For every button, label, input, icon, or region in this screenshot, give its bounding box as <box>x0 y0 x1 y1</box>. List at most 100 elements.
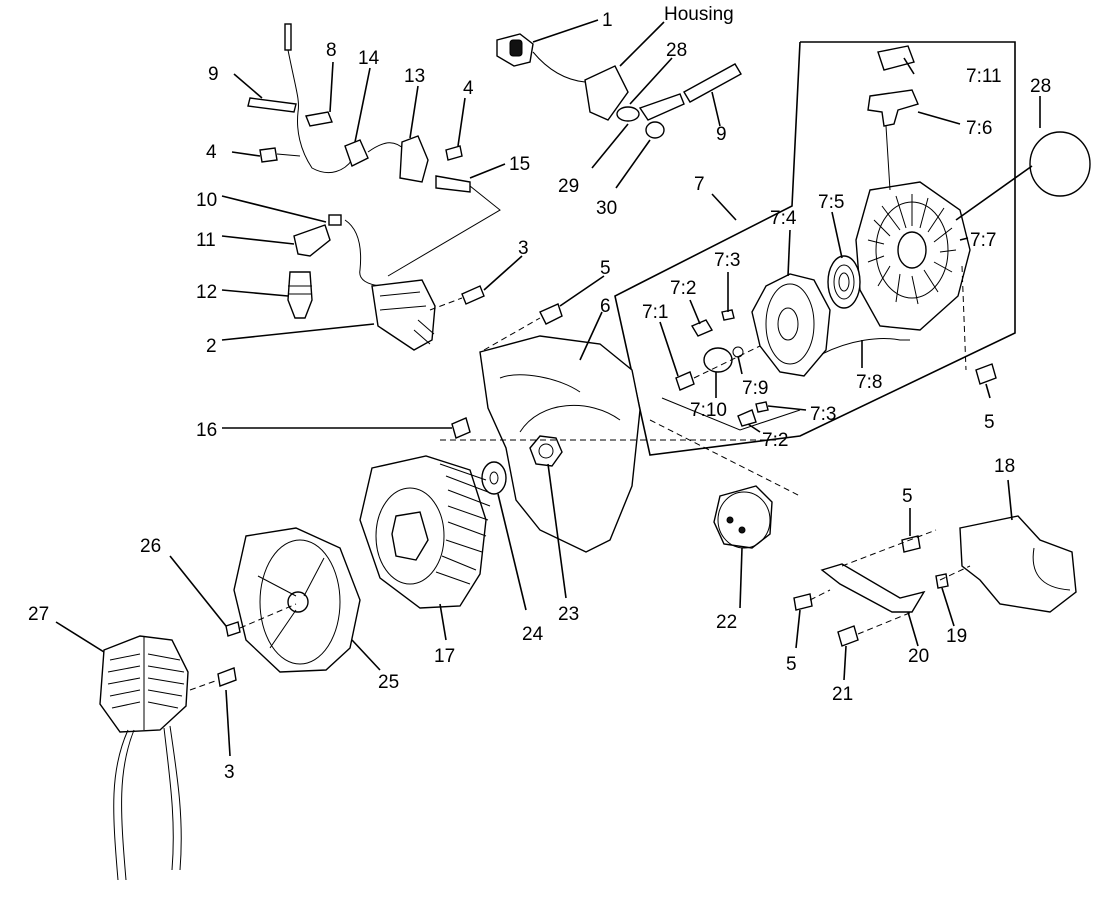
bracket-part-20 <box>820 563 926 613</box>
spark-plug <box>287 271 313 319</box>
pawl-part-7-2a <box>690 319 714 337</box>
label-1: 1 <box>602 10 613 31</box>
screw-part-4b <box>445 145 463 161</box>
label-9b: 9 <box>208 64 219 85</box>
screw-part-7-1 <box>675 371 695 391</box>
washer-part <box>616 106 640 122</box>
label-7: 7 <box>694 174 705 195</box>
label-2: 2 <box>206 336 217 357</box>
label-7-8: 7:8 <box>856 372 882 393</box>
label-18: 18 <box>994 456 1015 477</box>
rope-pulley-part <box>751 273 831 377</box>
screw-part-5a <box>539 303 563 325</box>
label-10: 10 <box>196 190 217 211</box>
alternator-coil <box>99 635 189 881</box>
label-12: 12 <box>196 282 217 303</box>
screw-part-5d <box>793 593 813 611</box>
label-7-3a: 7:3 <box>714 250 740 271</box>
label-21: 21 <box>832 684 853 705</box>
screw-part-5c <box>901 535 921 553</box>
label-7-4: 7:4 <box>770 208 797 229</box>
label-19: 19 <box>946 626 967 647</box>
label-6: 6 <box>600 296 611 317</box>
label-4a: 4 <box>463 78 474 99</box>
connector-part-14 <box>344 139 369 167</box>
label-5c: 5 <box>902 486 913 507</box>
label-23: 23 <box>558 604 579 625</box>
label-22: 22 <box>716 612 737 633</box>
pawl-part-7-2b <box>737 409 757 427</box>
cover-part-28 <box>1029 131 1091 197</box>
label-28b: 28 <box>1030 76 1051 97</box>
shield-group <box>793 515 1077 647</box>
spark-plug-cap <box>293 224 331 257</box>
fan-housing <box>479 335 641 553</box>
label-15: 15 <box>509 154 530 175</box>
label-5d: 5 <box>786 654 797 675</box>
nut-part <box>645 121 665 139</box>
label-7-5: 7:5 <box>818 192 844 213</box>
flywheel-part <box>359 455 491 609</box>
shield-part-18 <box>959 515 1077 613</box>
starter-components <box>661 45 997 431</box>
label-17: 17 <box>434 646 455 667</box>
terminal-part-13 <box>399 135 429 183</box>
drive-cup-part <box>713 485 773 549</box>
label-4b: 4 <box>206 142 217 163</box>
label-9a: 9 <box>716 124 727 145</box>
sleeve-part-9a <box>683 63 742 103</box>
label-14: 14 <box>358 48 380 69</box>
friction-plate-part <box>703 347 733 373</box>
label-5b: 5 <box>984 412 995 433</box>
label-20: 20 <box>908 646 929 667</box>
hex-nut-23 <box>529 435 563 467</box>
label-13: 13 <box>404 66 425 87</box>
label-25: 25 <box>378 672 399 693</box>
starter-assembly-outline <box>614 41 1016 456</box>
label-7-2a: 7:2 <box>670 278 696 299</box>
spark-plug-group <box>287 214 436 351</box>
label-3b: 3 <box>224 762 235 783</box>
label-8: 8 <box>326 40 337 61</box>
label-24: 24 <box>522 624 544 645</box>
label-16: 16 <box>196 420 217 441</box>
label-7-3b: 7:3 <box>810 404 836 425</box>
screw-part-3b <box>217 667 237 687</box>
spacer-part-19 <box>935 573 949 589</box>
key-part-26 <box>225 621 241 637</box>
label-7-11: 7:11 <box>966 66 1002 87</box>
mounting-bracket <box>584 65 629 121</box>
screw-part-5b <box>975 363 997 385</box>
washer-part-24 <box>481 461 507 495</box>
starter-handle-part <box>867 89 919 127</box>
label-7-10: 7:10 <box>690 400 727 421</box>
callout-labels: 1 Housing 28 9 29 30 9 8 14 13 4 4 15 10… <box>28 4 1051 783</box>
handle-insert-part <box>877 45 915 71</box>
label-30: 30 <box>596 198 617 219</box>
ignition-wiring-group <box>247 23 501 277</box>
label-7-7: 7:7 <box>970 230 996 251</box>
label-29: 29 <box>558 176 579 197</box>
label-27: 27 <box>28 604 49 625</box>
leader-lines <box>55 19 1091 757</box>
recoil-spring-part <box>827 255 861 309</box>
cable-lug-part <box>305 111 333 127</box>
label-26: 26 <box>140 536 161 557</box>
starter-cup-part <box>233 527 361 673</box>
label-5a: 5 <box>600 258 611 279</box>
sleeve-part-9b <box>247 97 297 113</box>
screw-part-21 <box>837 625 859 647</box>
spring-part-7-3b <box>755 401 769 413</box>
cable-connector-15 <box>435 175 471 193</box>
label-3a: 3 <box>518 238 529 259</box>
label-28a: 28 <box>666 40 687 61</box>
label-7-6: 7:6 <box>966 118 992 139</box>
screw-part-4a <box>259 147 278 163</box>
label-7-2b: 7:2 <box>762 430 788 451</box>
stop-switch-group <box>496 33 742 139</box>
label-housing: Housing <box>664 4 734 25</box>
label-7-9: 7:9 <box>742 378 768 399</box>
ignition-coil <box>371 279 436 351</box>
